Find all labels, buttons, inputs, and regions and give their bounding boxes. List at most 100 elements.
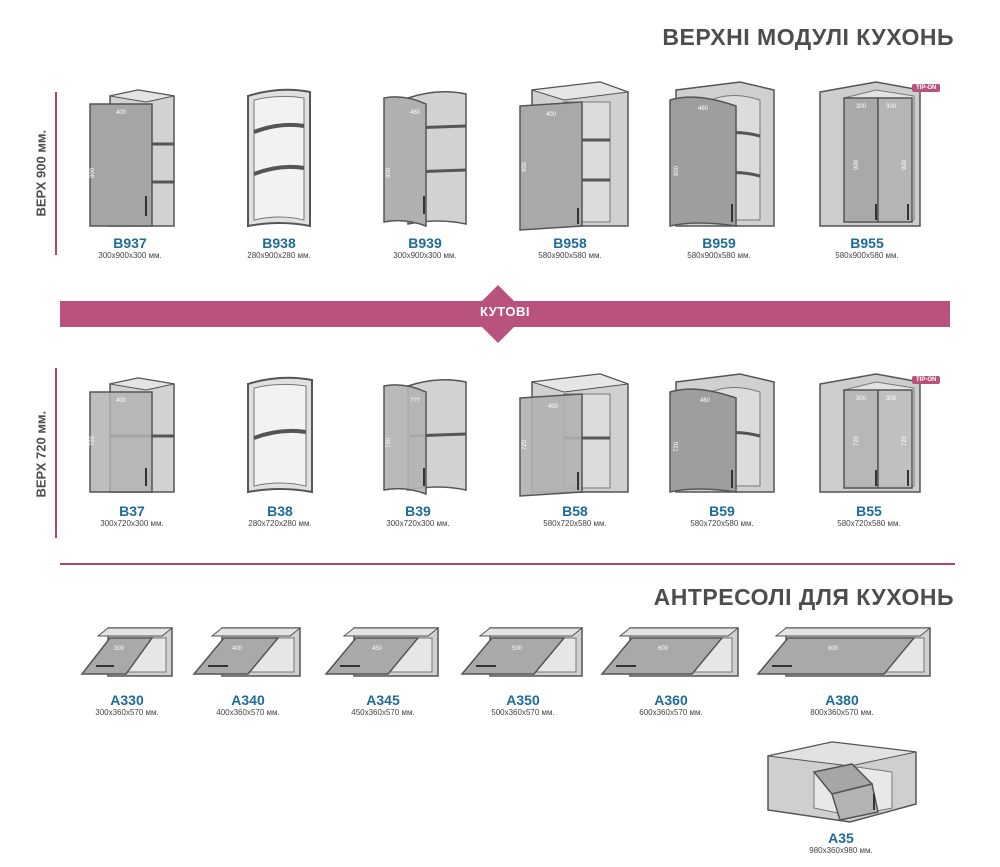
mezzanine-a35[interactable]: A35 980x360x980 мм. [781,831,901,856]
a330-width-label: 300 [114,646,125,652]
mezzanine-dimensions: 600x360x570 мм. [639,708,703,717]
b37-width-label: 400 [116,398,127,404]
mezzanine-dimensions: 500x360x570 мм. [491,708,555,717]
b959-height-label: 900 [674,165,680,176]
side-label-900: ВЕРХ 900 мм. [33,129,49,217]
mezzanine-a360[interactable]: A360 600x360x570 мм. [611,693,731,718]
mezzanine-dimensions: 450x360x570 мм. [351,708,415,717]
cabinet-code: B937 [113,235,147,251]
b39-width-label: ??? [410,398,421,404]
mezzanine-a330-illustration: 300 [80,627,174,677]
cabinet-code: B938 [262,235,296,251]
mezzanine-code: A350 [506,692,540,708]
mezzanine-code: A380 [825,692,859,708]
b939-height-label: 900 [386,167,392,178]
cabinet-code: B37 [119,503,145,519]
cabinet-b39-illustration: ??? 720 [383,379,467,496]
cabinet-dimensions: 300x900x300 мм. [98,251,162,260]
b58-height-label: 720 [522,439,528,450]
cabinet-dimensions: 300x720x300 мм. [100,519,164,528]
b55-height-label: 720 [854,435,860,446]
cabinet-b59-illustration: 460 720 [669,373,775,493]
b937-height-label: 900 [90,167,96,178]
b937-width-label: 400 [116,110,127,116]
a380-width-label: 800 [828,646,839,652]
cabinet-code: B959 [702,235,736,251]
mezzanine-dimensions: 300x360x570 мм. [95,708,159,717]
cabinet-code: B59 [709,503,735,519]
mezzanine-code: A345 [366,692,400,708]
b59-width-label: 460 [700,398,711,404]
cabinet-b37-illustration: 400 720 [89,377,175,493]
mezzanine-dimensions: 800x360x570 мм. [810,708,874,717]
cabinet-b55-illustration: 300 300 720 720 [819,373,921,493]
mezzanine-a380[interactable]: A380 800x360x570 мм. [782,693,902,718]
cabinet-dimensions: 580x900x580 мм. [835,251,899,260]
cabinet-dimensions: 580x900x580 мм. [687,251,751,260]
b955-height-label: 900 [854,159,860,170]
mezzanine-code: A330 [110,692,144,708]
cabinet-b958-illustration: 400 900 [519,81,629,231]
b55-height2-label: 720 [902,435,908,446]
cabinet-b955-illustration: 300 300 900 900 [819,81,921,227]
cabinet-b938[interactable]: B938 280x900x280 мм. [219,236,339,261]
cabinet-b38-illustration [247,376,313,494]
cabinet-code: B939 [408,235,442,251]
cabinet-dimensions: 580x720x580 мм. [837,519,901,528]
b58-width-label: 400 [548,404,559,410]
cabinet-dimensions: 300x720x300 мм. [386,519,450,528]
b958-height-label: 900 [522,161,528,172]
cabinet-b37[interactable]: B37 300x720x300 мм. [72,504,192,529]
side-divider-900 [55,92,57,255]
mezzanine-dimensions: 980x360x980 мм. [809,846,873,855]
cabinet-code: B955 [850,235,884,251]
cabinet-b958[interactable]: B958 580x900x580 мм. [510,236,630,261]
cabinet-dimensions: 280x900x280 мм. [247,251,311,260]
b955-width-label: 300 [856,104,867,110]
mezzanine-code: A35 [828,830,854,846]
b939-width-label: 460 [410,110,421,116]
mezzanine-a360-illustration: 600 [600,627,740,677]
a340-width-label: 400 [232,646,243,652]
cabinet-b959-illustration: 460 900 [669,81,775,227]
cabinet-b59[interactable]: B59 580x720x580 мм. [662,504,782,529]
cabinet-b58[interactable]: B58 580x720x580 мм. [515,504,635,529]
cabinet-code: B58 [562,503,588,519]
mezzanine-a350[interactable]: A350 500x360x570 мм. [463,693,583,718]
cabinet-dimensions: 580x900x580 мм. [538,251,602,260]
mezzanine-dimensions: 400x360x570 мм. [216,708,280,717]
cabinet-b39[interactable]: B39 300x720x300 мм. [358,504,478,529]
cabinet-b938-illustration [247,88,311,228]
b39-height-label: 720 [386,437,392,448]
mezzanine-a340-illustration: 400 [192,627,302,677]
mezzanine-a35-illustration [767,741,917,823]
cabinet-b955[interactable]: B955 580x900x580 мм. [807,236,927,261]
a360-width-label: 600 [658,646,669,652]
a345-width-label: 450 [372,646,383,652]
mezzanine-a345[interactable]: A345 450x360x570 мм. [323,693,443,718]
cabinet-code: B38 [267,503,293,519]
mezzanine-a345-illustration: 450 [324,627,440,677]
mezzanine-a380-illustration: 800 [756,627,932,677]
section-title-top-modules: ВЕРХНІ МОДУЛІ КУХОНЬ [662,24,954,50]
mezzanine-a350-illustration: 500 [460,627,584,677]
cabinet-b55[interactable]: B55 580x720x580 мм. [809,504,929,529]
mezzanine-code: A340 [231,692,265,708]
a350-width-label: 500 [512,646,523,652]
cabinet-b939[interactable]: B939 300x900x300 мм. [365,236,485,261]
cabinet-b937-illustration: 400 900 [89,89,175,227]
cabinet-b38[interactable]: B38 280x720x280 мм. [220,504,340,529]
tip-on-badge-900: TIP-ON [912,84,941,92]
mezzanine-a340[interactable]: A340 400x360x570 мм. [188,693,308,718]
cabinet-b959[interactable]: B959 580x900x580 мм. [659,236,779,261]
mezzanine-a330[interactable]: A330 300x360x570 мм. [67,693,187,718]
tip-on-badge-720: TIP-ON [912,376,941,384]
cabinet-dimensions: 580x720x580 мм. [543,519,607,528]
cabinet-b937[interactable]: B937 300x900x300 мм. [70,236,190,261]
b37-height-label: 720 [90,435,96,446]
cabinet-dimensions: 280x720x280 мм. [248,519,312,528]
cabinet-code: B55 [856,503,882,519]
cabinet-code: B958 [553,235,587,251]
b959-width-label: 460 [698,106,709,112]
b958-width-label: 400 [546,112,557,118]
